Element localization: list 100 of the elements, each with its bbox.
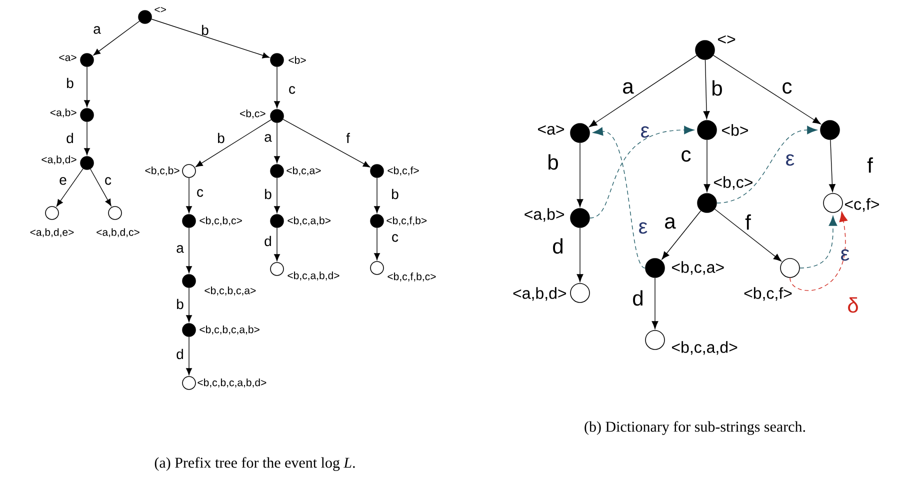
edge-label: f	[346, 132, 350, 144]
node-label: <b,c,f,b,c>	[388, 272, 436, 282]
edge-label: a	[665, 217, 676, 229]
node-label: <b>	[722, 124, 748, 136]
edge-label: ε	[641, 126, 650, 138]
filled-node	[138, 10, 152, 24]
node-label: <b,c,f,b>	[386, 216, 427, 226]
node-label: <b,c,f>	[744, 287, 792, 301]
node-label: <>	[718, 35, 736, 44]
filled-node	[695, 40, 715, 60]
arrow	[374, 178, 380, 214]
arrow	[592, 127, 646, 268]
node-label: <a>	[538, 125, 564, 135]
edge-label: ε	[786, 154, 794, 166]
node-label: <c,f>	[844, 198, 879, 212]
edge-label: d	[633, 290, 642, 306]
node-label: <b,c>	[240, 110, 266, 118]
edge-label: a	[623, 82, 634, 94]
filled-node	[820, 120, 840, 140]
edge-label: b	[392, 188, 398, 200]
edge-label: d	[176, 348, 183, 360]
filled-node	[697, 120, 717, 140]
edge-label: a	[264, 134, 272, 142]
arrow	[186, 336, 192, 376]
arrow	[576, 228, 584, 282]
edge-label: ε	[841, 249, 850, 261]
arrow	[790, 212, 848, 291]
node-label: <b,c,b,c,a,b,d>	[198, 378, 266, 388]
open-node	[570, 283, 590, 303]
arrow	[800, 216, 838, 268]
filled-node	[645, 258, 665, 278]
arrow	[274, 122, 280, 164]
open-node	[645, 330, 665, 350]
edge-label: c	[105, 177, 112, 185]
arrow	[274, 66, 280, 108]
filled-node	[270, 214, 284, 228]
node-label: <b>	[288, 56, 306, 64]
arrow	[714, 208, 782, 262]
filled-node	[270, 109, 284, 123]
edge-label: b	[712, 80, 722, 96]
filled-node	[80, 156, 94, 170]
node-label: <a,b,d,c>	[96, 228, 140, 238]
node-label: <a,b>	[50, 108, 76, 118]
edge-label: e	[60, 177, 66, 185]
edge-label: c	[682, 150, 691, 162]
edge-label: c	[392, 234, 398, 242]
open-node	[780, 258, 800, 278]
caption: (b) Dictionary for sub-strings search.	[584, 421, 806, 435]
arrow	[713, 54, 821, 124]
filled-node	[80, 108, 94, 122]
edge-label: c	[782, 82, 792, 94]
arrow	[84, 122, 90, 156]
arrow	[56, 168, 84, 207]
node-label: <a,b,d>	[513, 287, 566, 301]
node-label: <b,c,a,b,d>	[288, 272, 340, 280]
arrow	[590, 126, 694, 218]
arrow	[186, 228, 192, 274]
filled-node	[370, 214, 384, 228]
node-label: <b,c,a,b>	[288, 216, 330, 226]
node-label: <b,c,f>	[388, 166, 419, 176]
edge-label: ε	[639, 222, 648, 234]
open-node	[370, 261, 384, 275]
node-label: <b,c,b,c>	[200, 216, 242, 226]
arrow	[652, 278, 658, 330]
arrow	[186, 178, 192, 214]
open-node	[182, 164, 196, 178]
edge-label: a	[94, 26, 101, 34]
arrow	[186, 288, 192, 322]
arrow	[274, 178, 280, 214]
edge-label: c	[289, 86, 296, 94]
arrow	[84, 66, 90, 108]
filled-node	[697, 193, 717, 213]
filled-node	[182, 274, 196, 288]
edge-label: f	[745, 214, 751, 230]
node-label: <b,c,a>	[286, 166, 321, 176]
arrow	[662, 210, 702, 260]
open-node	[823, 193, 843, 213]
node-label: <b,c,a>	[672, 261, 724, 275]
node-label: <b,c>	[714, 176, 752, 190]
edge-label: b	[177, 298, 184, 310]
open-node	[108, 206, 122, 220]
arrow	[829, 140, 836, 192]
node-label: <b,c,a,d>	[672, 341, 738, 355]
open-node	[45, 206, 59, 220]
node-label: <b,c,b,c,a>	[204, 286, 256, 296]
edge-label: b	[548, 154, 558, 170]
node-label: <a,b,d>	[42, 156, 76, 164]
filled-node	[270, 53, 284, 67]
arrow	[151, 18, 270, 58]
edge-label: b	[67, 78, 74, 88]
arrow	[282, 118, 370, 168]
filled-node	[570, 123, 590, 143]
edge-label: b	[218, 132, 224, 144]
edge-label: c	[197, 189, 204, 197]
filled-node	[182, 214, 196, 228]
node-label: <a,b,d,e>	[30, 228, 74, 238]
node-label: <a,b>	[524, 208, 564, 222]
filled-node	[570, 208, 590, 228]
node-label: <a>	[59, 54, 76, 62]
arrow	[274, 228, 280, 262]
